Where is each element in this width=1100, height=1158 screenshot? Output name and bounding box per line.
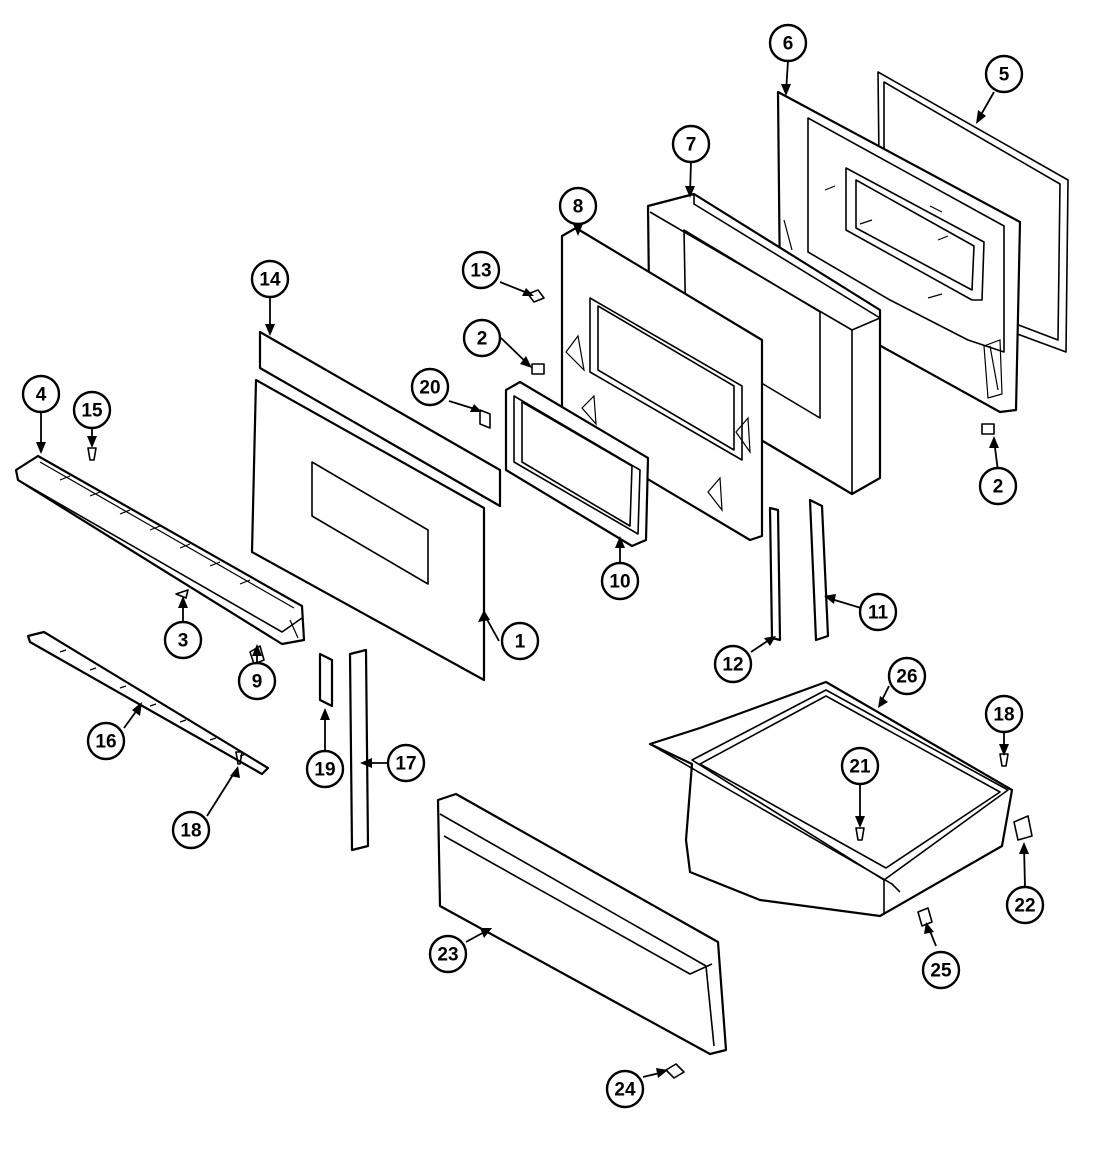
clip-part-2a bbox=[531, 363, 545, 375]
door-handle-part bbox=[14, 454, 306, 646]
screw-part-21 bbox=[855, 827, 865, 841]
callout-22: 22 bbox=[1005, 885, 1045, 925]
svg-text:2: 2 bbox=[993, 477, 1004, 498]
screw-part-18b bbox=[999, 753, 1009, 767]
clip-part-20 bbox=[479, 409, 491, 429]
spacer-part bbox=[318, 652, 334, 708]
hardware-parts bbox=[87, 289, 1033, 1079]
svg-text:13: 13 bbox=[470, 261, 491, 282]
svg-text:11: 11 bbox=[868, 603, 889, 624]
svg-text:1: 1 bbox=[515, 632, 526, 653]
callout-18a: 18 bbox=[171, 810, 211, 850]
window-glass-pack-part bbox=[504, 380, 650, 548]
callout-19: 19 bbox=[305, 749, 345, 789]
svg-text:21: 21 bbox=[849, 757, 871, 778]
svg-text:20: 20 bbox=[419, 378, 440, 399]
svg-text:24: 24 bbox=[614, 1080, 636, 1101]
callout-11: 11 bbox=[858, 592, 898, 632]
svg-text:12: 12 bbox=[722, 655, 743, 676]
callout-13: 13 bbox=[461, 250, 501, 290]
screw-part-15 bbox=[87, 447, 97, 461]
callout-25: 25 bbox=[921, 950, 961, 990]
drawer-front-part bbox=[436, 792, 728, 1056]
callout-bubbles: 1 2 2 3 4 5 6 7 8 9 10 11 12 13 14 15 16… bbox=[21, 23, 1045, 1109]
lower-trim-strip-part bbox=[26, 630, 270, 776]
svg-text:18: 18 bbox=[993, 705, 1014, 726]
svg-text:17: 17 bbox=[395, 754, 416, 775]
svg-text:7: 7 bbox=[686, 135, 697, 156]
svg-text:8: 8 bbox=[573, 197, 584, 218]
screw-part-18a bbox=[235, 751, 243, 765]
svg-text:22: 22 bbox=[1014, 896, 1035, 917]
callout-12: 12 bbox=[713, 644, 753, 684]
callout-20: 20 bbox=[410, 367, 450, 407]
svg-text:15: 15 bbox=[81, 401, 103, 422]
callout-14: 14 bbox=[250, 259, 290, 299]
callout-4: 4 bbox=[21, 374, 61, 414]
screw-part-3 bbox=[175, 589, 189, 599]
callout-26: 26 bbox=[887, 656, 927, 696]
callout-8: 8 bbox=[558, 186, 598, 226]
callout-18b: 18 bbox=[984, 694, 1024, 734]
callout-23: 23 bbox=[428, 934, 468, 974]
clip-part-25 bbox=[917, 907, 933, 927]
callout-1: 1 bbox=[500, 621, 540, 661]
knob-part-24 bbox=[665, 1063, 685, 1079]
svg-text:18: 18 bbox=[180, 821, 201, 842]
callout-17: 17 bbox=[386, 743, 426, 783]
svg-text:6: 6 bbox=[783, 34, 794, 55]
door-side-channel-2-part bbox=[808, 498, 830, 642]
svg-text:5: 5 bbox=[999, 65, 1010, 86]
callout-21: 21 bbox=[840, 746, 880, 786]
callout-7: 7 bbox=[671, 124, 711, 164]
svg-text:3: 3 bbox=[178, 631, 189, 652]
svg-text:25: 25 bbox=[930, 961, 952, 982]
callout-2a: 2 bbox=[462, 318, 502, 358]
svg-text:23: 23 bbox=[437, 945, 458, 966]
callout-3: 3 bbox=[163, 620, 203, 660]
outer-door-panel-part bbox=[250, 378, 486, 682]
svg-text:4: 4 bbox=[36, 385, 47, 406]
svg-text:16: 16 bbox=[95, 732, 116, 753]
svg-text:26: 26 bbox=[896, 667, 917, 688]
vent-trim-strip-part bbox=[258, 330, 502, 508]
glide-part-22 bbox=[1013, 815, 1033, 841]
storage-drawer-part bbox=[648, 680, 1014, 918]
leader-lines bbox=[36, 60, 1029, 1078]
svg-text:9: 9 bbox=[252, 672, 263, 693]
callout-24: 24 bbox=[605, 1069, 645, 1109]
side-trim-part bbox=[348, 648, 370, 852]
door-side-channel-part bbox=[768, 506, 782, 642]
svg-text:10: 10 bbox=[609, 572, 630, 593]
clip-part-2b bbox=[981, 423, 995, 435]
callout-16: 16 bbox=[86, 721, 126, 761]
callout-10: 10 bbox=[600, 561, 640, 601]
screw-part-13 bbox=[527, 289, 545, 303]
svg-text:19: 19 bbox=[314, 760, 335, 781]
svg-text:14: 14 bbox=[259, 270, 281, 291]
callout-6: 6 bbox=[768, 23, 808, 63]
svg-text:2: 2 bbox=[477, 329, 488, 350]
callout-15: 15 bbox=[72, 390, 112, 430]
callout-5: 5 bbox=[984, 54, 1024, 94]
callout-2b: 2 bbox=[978, 466, 1018, 506]
callout-9: 9 bbox=[237, 661, 277, 701]
